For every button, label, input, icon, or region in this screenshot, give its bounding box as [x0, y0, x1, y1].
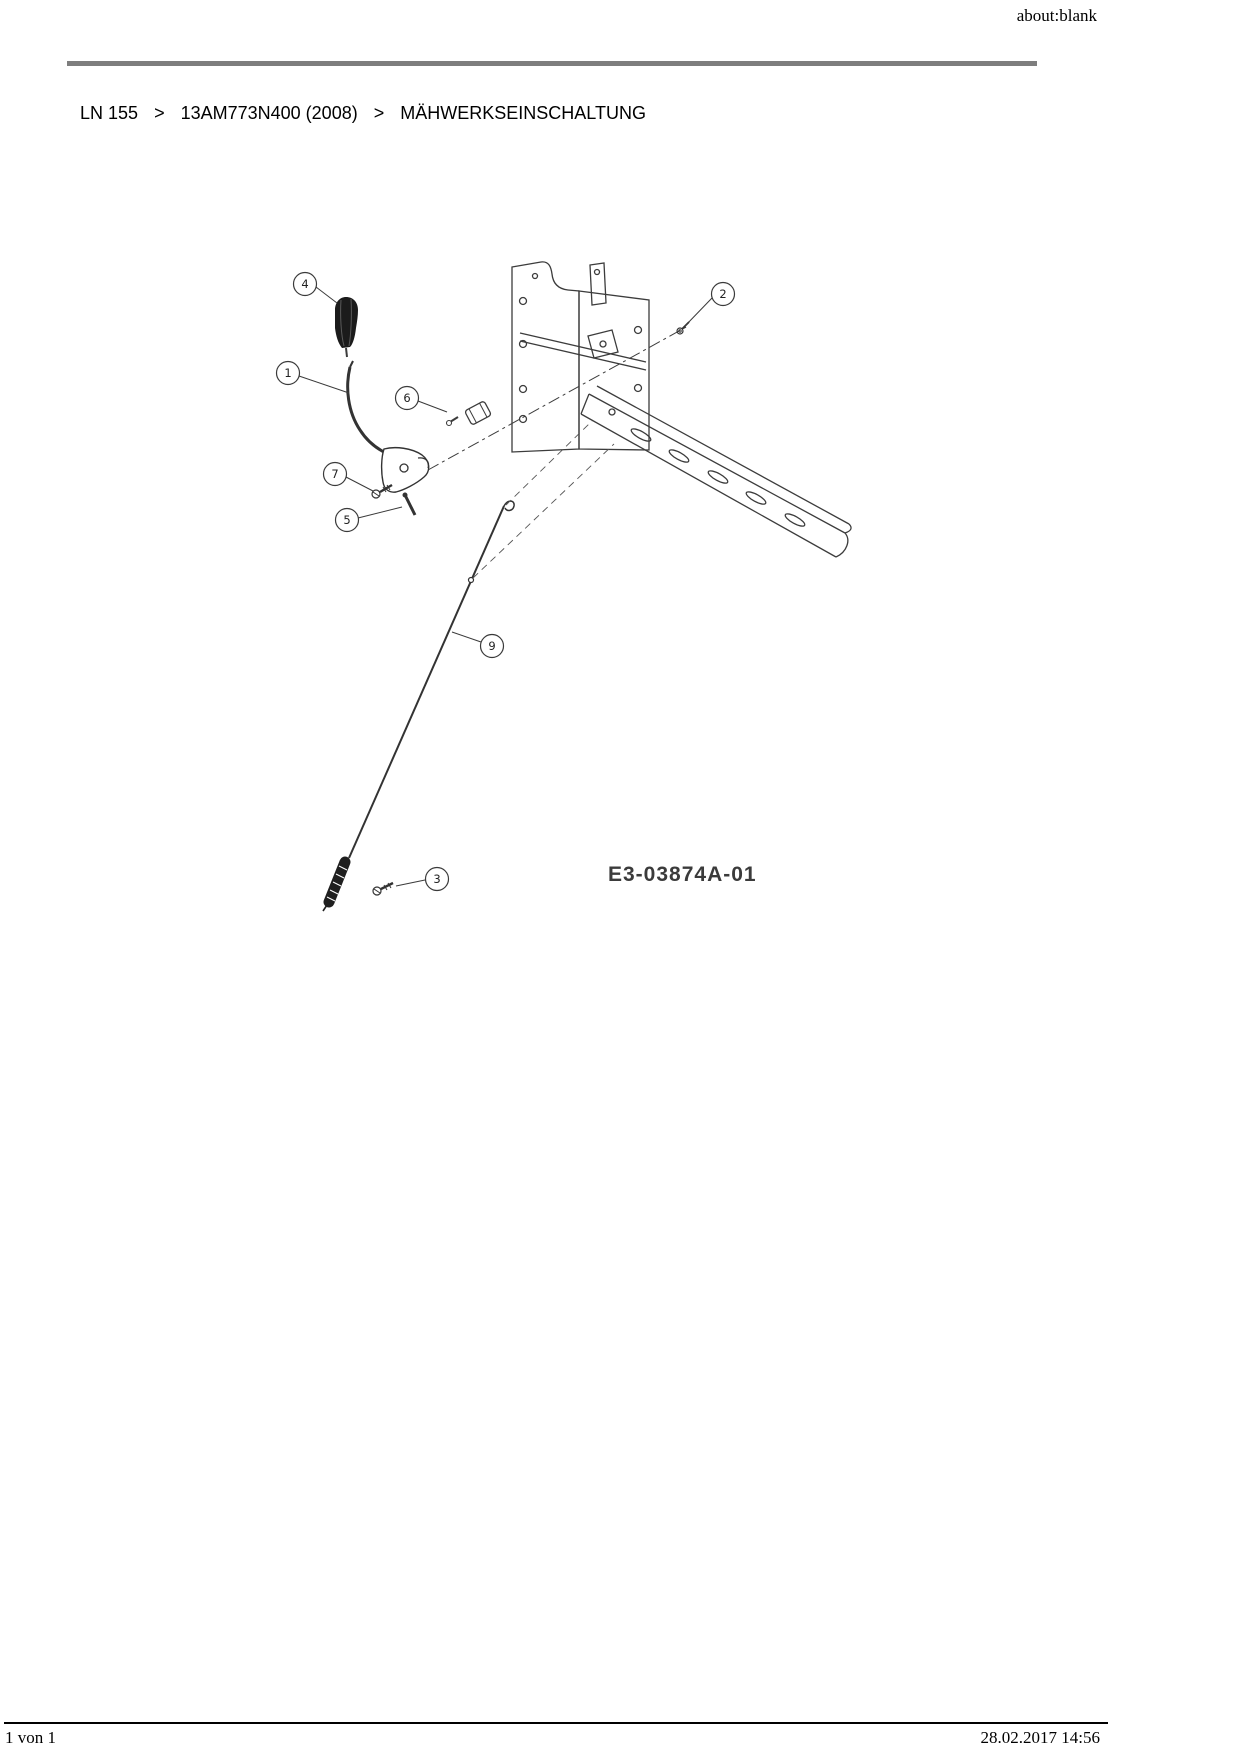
engagement-arm: [580, 385, 852, 558]
breadcrumb: LN 155 > 13AM773N400 (2008) > MÄHWERKSEI…: [80, 103, 646, 124]
screw-part-7: [371, 483, 393, 499]
callout-2-number: 2: [719, 287, 726, 301]
callout-9-number: 9: [488, 639, 495, 653]
breadcrumb-item-article: 13AM773N400 (2008): [180, 103, 358, 123]
callout-6: 6: [394, 385, 420, 411]
breadcrumb-separator: >: [373, 103, 385, 123]
callout-7-number: 7: [331, 467, 338, 481]
callout-6-number: 6: [403, 391, 410, 405]
breadcrumb-item-model: LN 155: [80, 103, 139, 123]
callout-1: 1: [275, 360, 301, 386]
footer-page-count: 1 von 1: [5, 1728, 56, 1747]
callout-2: 2: [710, 281, 736, 307]
mounting-plate: [511, 261, 650, 453]
callout-5: 5: [334, 507, 360, 533]
callout-leaders: [298, 286, 713, 887]
footer-divider: [4, 1722, 1108, 1724]
breadcrumb-item-assembly: MÄHWERKSEINSCHALTUNG: [400, 103, 646, 123]
callout-1-number: 1: [284, 366, 291, 380]
rod-part: [322, 420, 615, 912]
footer-datetime: 28.02.2017 14:56: [980, 1728, 1100, 1747]
lever-part: [346, 360, 430, 493]
callout-5-number: 5: [343, 513, 350, 527]
assembly-axis-line: [427, 325, 689, 471]
callout-9: 9: [479, 633, 505, 659]
knob-part: [335, 297, 358, 358]
callout-3: 3: [424, 866, 450, 892]
print-header-url: about:blank: [1016, 6, 1097, 25]
top-divider: [67, 61, 1037, 66]
callout-4-number: 4: [301, 277, 308, 291]
callout-4: 4: [292, 271, 318, 297]
callout-7: 7: [322, 461, 348, 487]
pin-part: [402, 492, 417, 516]
diagram-reference-label: E3-03874A-01: [608, 863, 757, 886]
bushing-part: [445, 401, 492, 427]
breadcrumb-separator: >: [154, 103, 165, 123]
screw-part-3: [372, 881, 394, 896]
callout-3-number: 3: [433, 872, 440, 886]
